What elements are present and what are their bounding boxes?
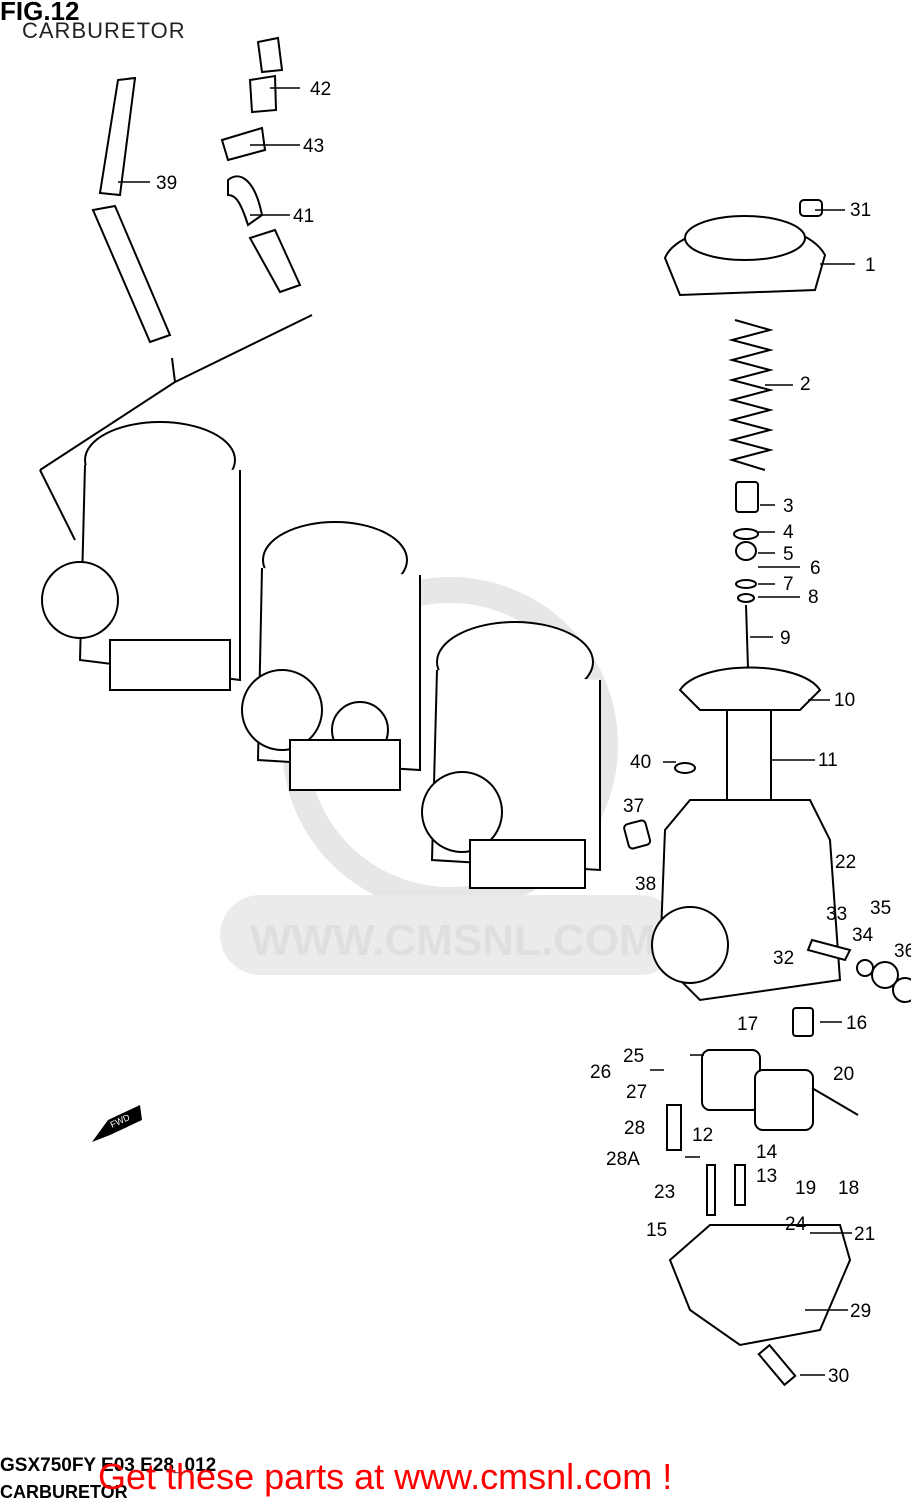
callout-27: 27	[626, 1082, 647, 1103]
figure-title: FIG.12	[0, 0, 80, 26]
callout-39: 39	[156, 173, 177, 194]
fwd-arrow-icon: FWD	[92, 1105, 142, 1142]
callout-41: 41	[293, 206, 314, 227]
callout-1: 1	[865, 255, 876, 276]
callout-10: 10	[834, 690, 855, 711]
callout-9: 9	[780, 628, 791, 649]
callout-3: 3	[783, 496, 794, 517]
diagram-code-caption: CARBURETOR	[0, 1482, 128, 1502]
callout-2: 2	[800, 374, 811, 395]
callout-13: 13	[756, 1166, 777, 1187]
carb-body-2	[241, 521, 421, 791]
diagram-code: GSX750FY E03 E28_012	[0, 1455, 217, 1476]
callout-12: 12	[692, 1125, 713, 1146]
callout-32: 32	[773, 948, 794, 969]
callout-35: 35	[870, 898, 891, 919]
callout-42: 42	[310, 79, 331, 100]
watermark-logo: WWW.CMSNL.COM	[220, 577, 680, 975]
callout-33: 33	[826, 904, 847, 925]
exploded-parts	[623, 199, 911, 1387]
callout-21: 21	[854, 1224, 875, 1245]
figure-subtitle: CARBURETOR	[22, 18, 186, 43]
callout-25: 25	[623, 1046, 644, 1067]
hose-group	[39, 36, 313, 541]
callout-17: 17	[737, 1014, 758, 1035]
callout-28: 28	[624, 1118, 645, 1139]
carb-bodies	[41, 421, 601, 889]
callout-22: 22	[835, 852, 856, 873]
callout-36: 36	[894, 941, 911, 962]
callout-7: 7	[783, 574, 794, 595]
callout-18: 18	[838, 1178, 859, 1199]
callout-16: 16	[846, 1013, 867, 1034]
callout-30: 30	[828, 1366, 849, 1387]
watermark-text: WWW.CMSNL.COM	[250, 916, 656, 965]
callout-26: 26	[590, 1062, 611, 1083]
callout-31: 31	[850, 200, 871, 221]
callout-14: 14	[756, 1142, 778, 1163]
callout-20: 20	[833, 1064, 854, 1085]
callout-11: 11	[818, 750, 838, 771]
leader-lines	[118, 87, 855, 1376]
callout-5: 5	[783, 544, 794, 565]
promo-link-text[interactable]: Get these parts at www.cmsnl.com !	[98, 1456, 673, 1497]
callout-labels: 42 43 39 41 31 1 2 3 4 5 6 7 8 9 10 11 4…	[156, 79, 911, 1387]
callout-43: 43	[303, 136, 324, 157]
callout-24: 24	[785, 1214, 807, 1235]
callout-4: 4	[783, 522, 794, 543]
callout-38: 38	[635, 874, 656, 895]
callout-34: 34	[852, 925, 874, 946]
callout-19: 19	[795, 1178, 816, 1199]
callout-28a: 28A	[606, 1149, 640, 1170]
carb-body-3	[421, 621, 601, 889]
callout-6: 6	[810, 558, 821, 579]
callout-37: 37	[623, 796, 644, 817]
callout-15: 15	[646, 1220, 667, 1241]
carb-body-1	[41, 421, 241, 691]
callout-40: 40	[630, 752, 651, 773]
callout-23: 23	[654, 1182, 675, 1203]
callout-8: 8	[808, 587, 819, 608]
callout-29: 29	[850, 1301, 871, 1322]
